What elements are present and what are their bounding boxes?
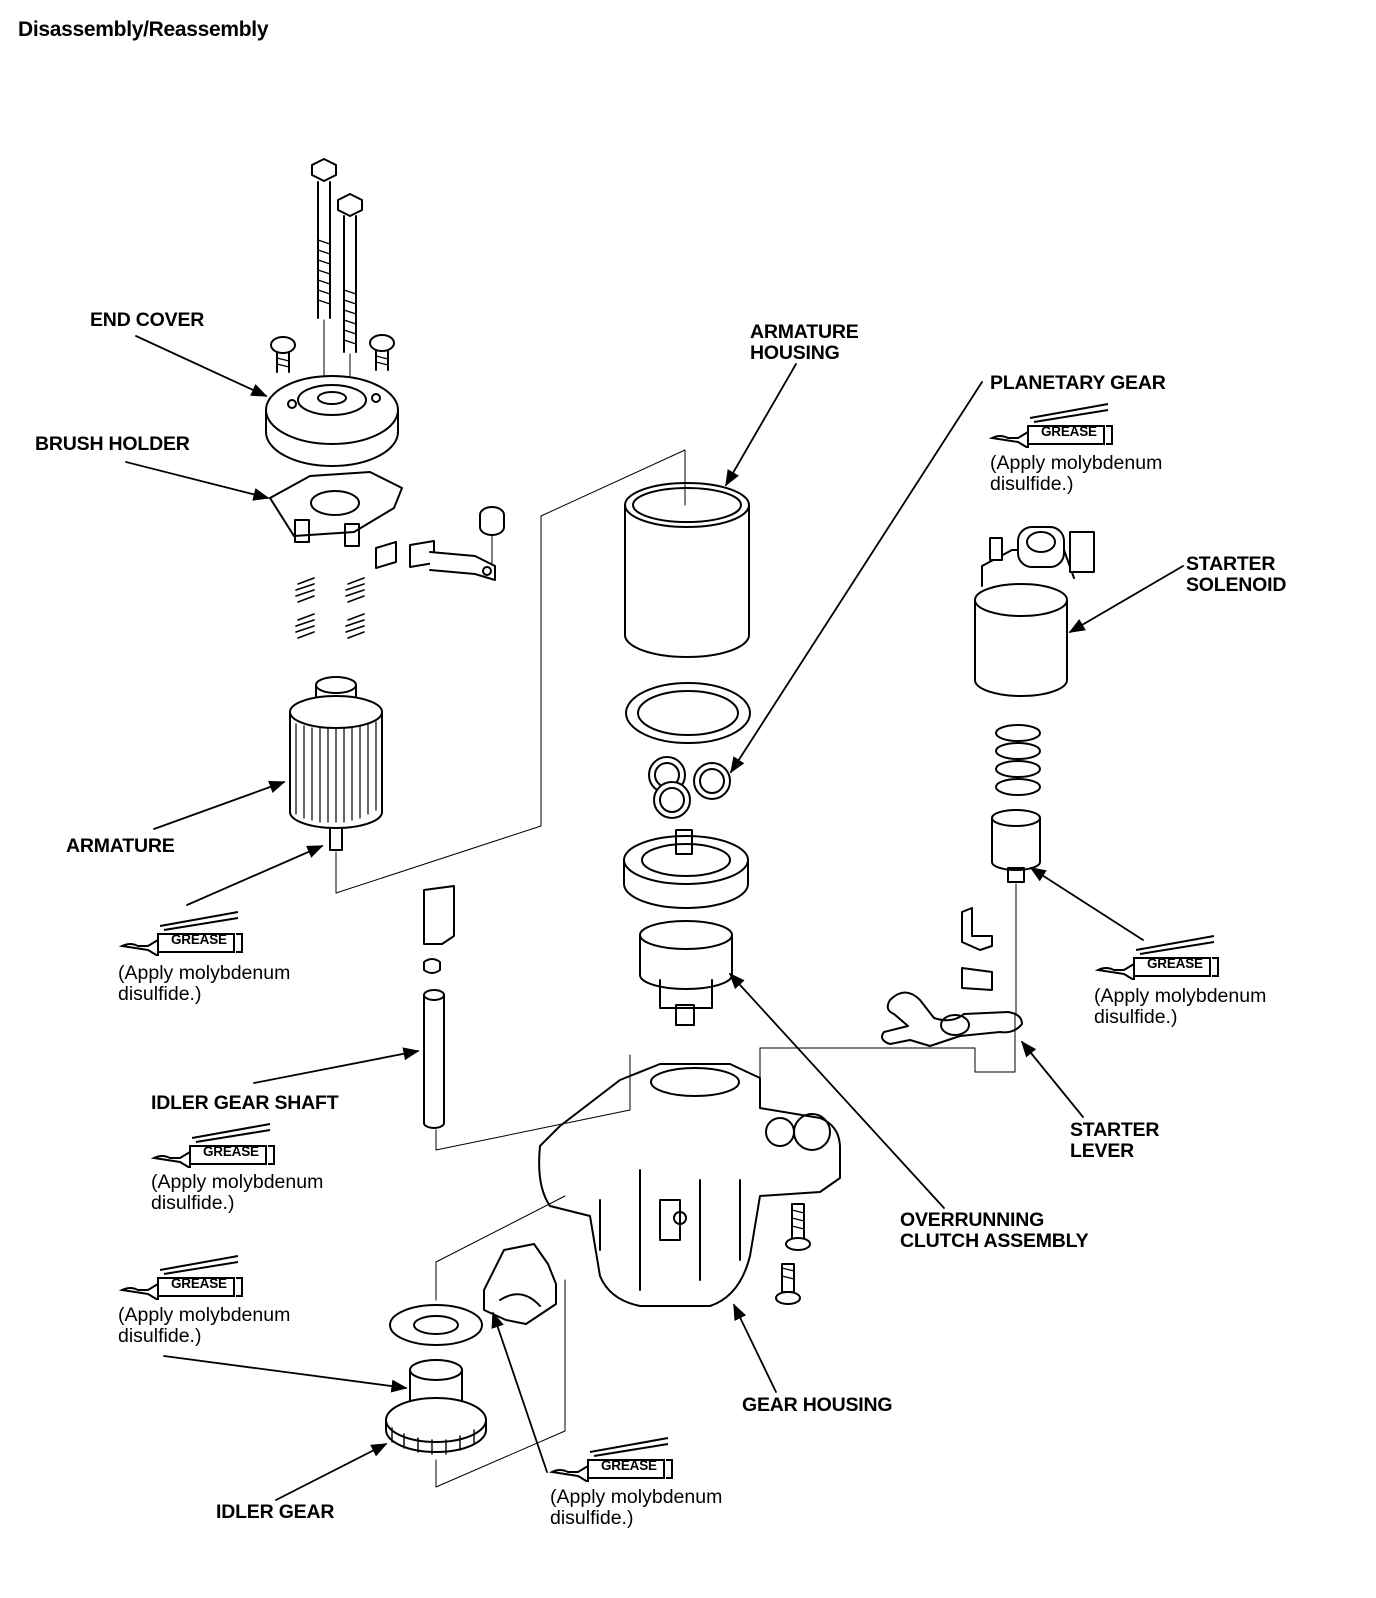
- label-brush-holder: BRUSH HOLDER: [35, 433, 190, 455]
- grease-note-line1: (Apply molybdenum: [1094, 985, 1267, 1007]
- leader-idler-gear: [275, 1443, 388, 1501]
- overrunning-clutch-part: [623, 829, 749, 1026]
- idler-shaft-part: [423, 885, 455, 1129]
- label-planetary-gear: PLANETARY GEAR: [990, 372, 1166, 394]
- grease-note-line2: disulfide.): [1094, 1006, 1178, 1028]
- grease-tag-text: GREASE: [171, 1276, 227, 1291]
- leader-plunger-grease: [1029, 867, 1144, 941]
- leader-starter-solenoid: [1068, 565, 1184, 633]
- assembly-reference-lines: [335, 449, 1016, 1488]
- grease-note-line1: (Apply molybdenum: [990, 452, 1163, 474]
- grease-note-line1: (Apply molybdenum: [118, 962, 291, 984]
- grease-tag-text: GREASE: [203, 1144, 259, 1159]
- leader-idler-gear-grease: [163, 1355, 408, 1393]
- gear-housing-part: [538, 1063, 841, 1307]
- idler-bearing-bracket: [483, 1243, 557, 1325]
- grease-note-line2: disulfide.): [990, 473, 1074, 495]
- leader-bracket-grease: [491, 1311, 548, 1473]
- label-starter-solenoid-line2: SOLENOID: [1186, 574, 1287, 596]
- grease-tag-text: GREASE: [1041, 424, 1097, 439]
- grease-note-line2: disulfide.): [550, 1507, 634, 1529]
- grease-icon: GREASE: [1094, 934, 1220, 980]
- grease-note-line1: (Apply molybdenum: [151, 1171, 324, 1193]
- starter-solenoid-part: [974, 526, 1095, 697]
- leader-arrows: [125, 335, 1184, 1501]
- grease-note-line2: disulfide.): [118, 1325, 202, 1347]
- through-bolts: [311, 158, 363, 393]
- planetary-gears-part: [648, 756, 731, 819]
- leader-armature-housing: [725, 363, 797, 487]
- label-starter-lever-line1: STARTER: [1070, 1119, 1160, 1141]
- label-starter-lever-line2: LEVER: [1070, 1140, 1135, 1162]
- label-end-cover: END COVER: [90, 309, 205, 331]
- grease-note-line1: (Apply molybdenum: [118, 1304, 291, 1326]
- brush-springs: [295, 577, 365, 639]
- grease-tag-text: GREASE: [1147, 956, 1203, 971]
- leader-planetary-gear: [730, 381, 983, 774]
- label-armature-housing-line1: ARMATURE: [750, 321, 859, 343]
- internal-gear-plate: [625, 682, 751, 744]
- leader-overrunning-clutch: [728, 972, 945, 1209]
- label-overrunning-clutch-line1: OVERRUNNING: [900, 1209, 1045, 1231]
- grease-icon: GREASE: [118, 910, 244, 956]
- grease-icon: GREASE: [150, 1122, 276, 1168]
- label-starter-solenoid-line1: STARTER: [1186, 553, 1276, 575]
- starter-lever-part: [881, 907, 1023, 1047]
- armature-part: [289, 676, 383, 881]
- grease-icon: GREASE: [118, 1254, 244, 1300]
- leader-armature-grease: [186, 845, 324, 906]
- grease-note-line2: disulfide.): [118, 983, 202, 1005]
- leader-end-cover: [135, 335, 268, 397]
- housing-bolts: [775, 1203, 811, 1305]
- leader-armature: [153, 780, 286, 830]
- leader-gear-housing: [733, 1303, 777, 1393]
- grease-tag-text: GREASE: [171, 932, 227, 947]
- leader-brush-holder: [125, 461, 270, 501]
- leader-starter-lever: [1020, 1040, 1084, 1118]
- idler-gear-part: [385, 1304, 487, 1455]
- label-overrunning-clutch-line2: CLUTCH ASSEMBLY: [900, 1230, 1089, 1252]
- page-title: Disassembly/Reassembly: [18, 18, 269, 41]
- armature-housing-part: [624, 482, 750, 658]
- leader-idler-shaft: [253, 1047, 420, 1084]
- label-gear-housing: GEAR HOUSING: [742, 1394, 893, 1416]
- end-cover-screws: [270, 334, 395, 373]
- label-armature: ARMATURE: [66, 835, 175, 857]
- label-idler-gear: IDLER GEAR: [216, 1501, 335, 1523]
- label-idler-gear-shaft: IDLER GEAR SHAFT: [151, 1092, 339, 1114]
- grease-tag-text: GREASE: [601, 1458, 657, 1473]
- grease-icon: GREASE: [548, 1436, 674, 1482]
- grease-note-line1: (Apply molybdenum: [550, 1486, 723, 1508]
- grease-note-line2: disulfide.): [151, 1192, 235, 1214]
- brush-holder-part: [269, 471, 505, 581]
- label-armature-housing-line2: HOUSING: [750, 342, 840, 364]
- grease-icon: GREASE: [988, 402, 1114, 448]
- solenoid-spring-plunger: [991, 724, 1041, 1016]
- end-cover-part: [265, 375, 399, 467]
